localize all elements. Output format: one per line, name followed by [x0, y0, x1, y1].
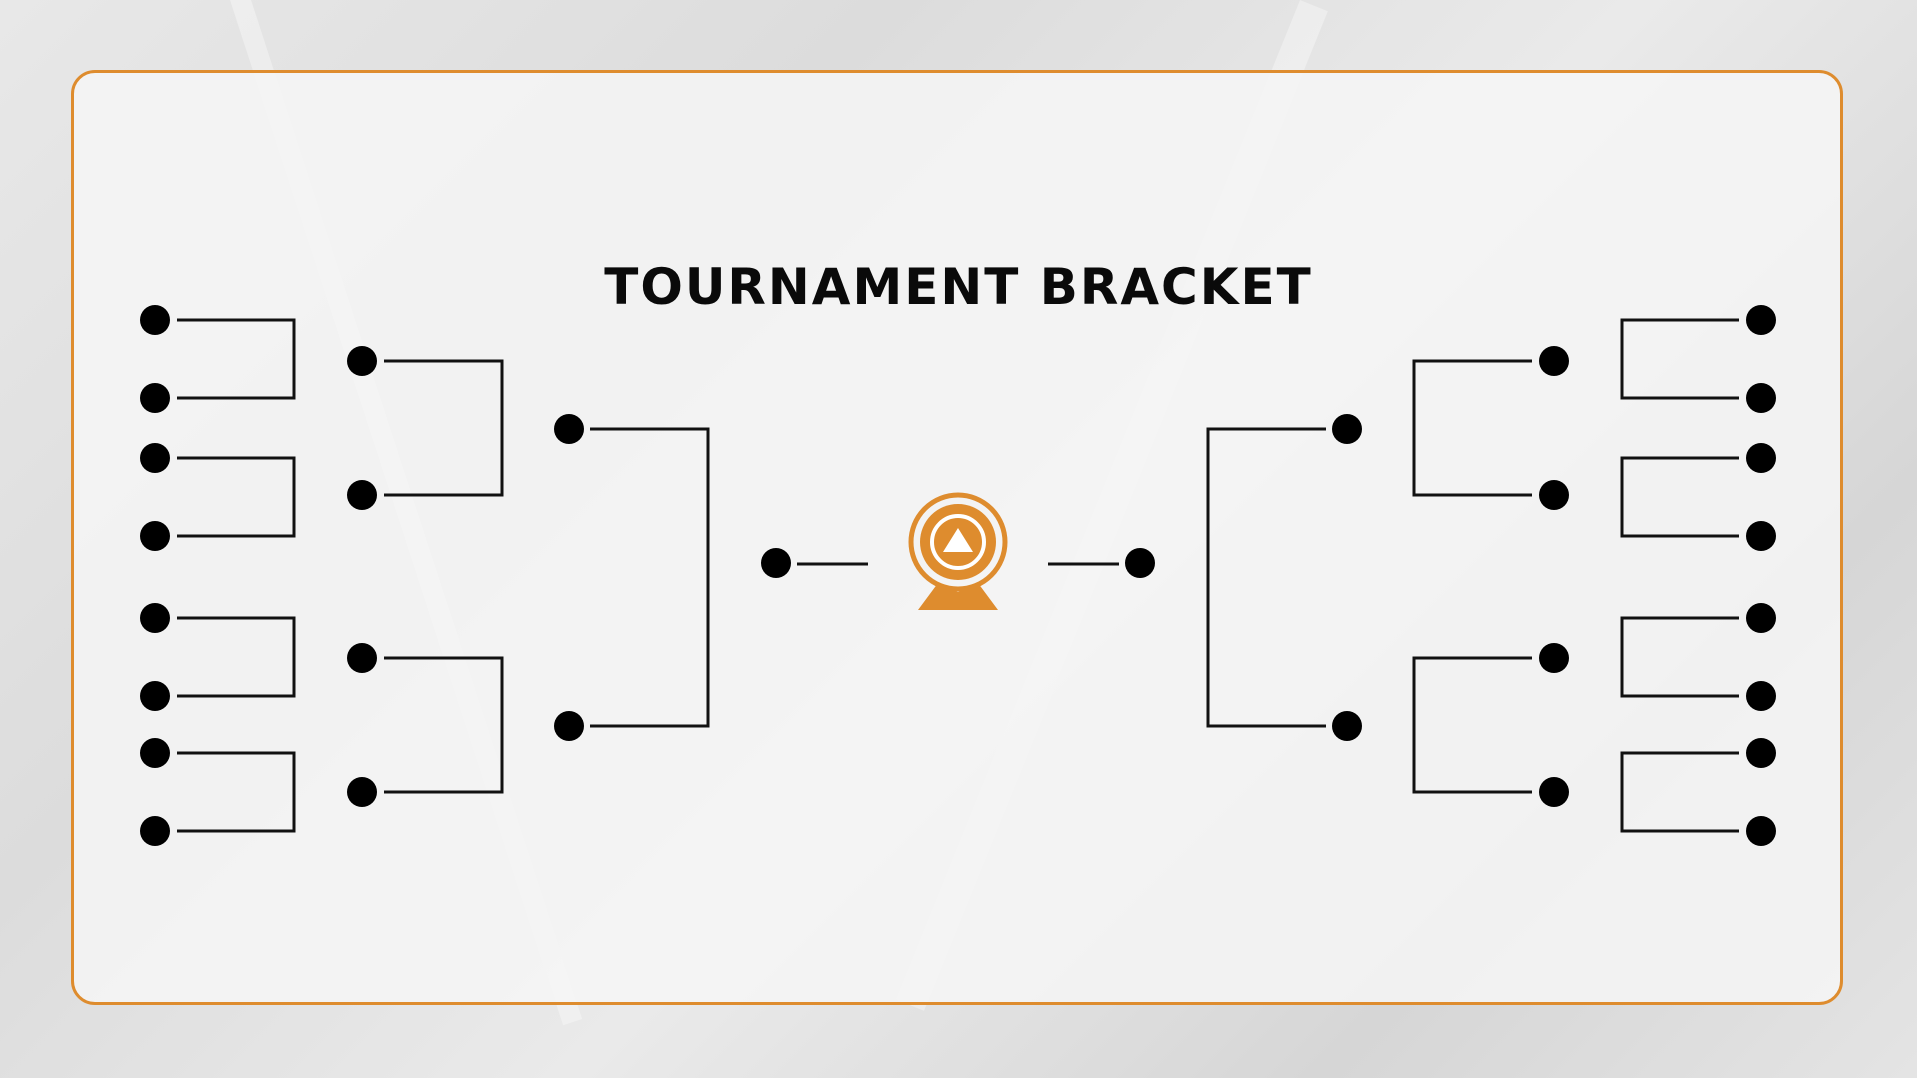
round1-left-connector-0	[177, 318, 296, 400]
round1-left-connector-0-slot	[140, 305, 170, 335]
round1-left-connector-3-slot	[140, 738, 170, 768]
round1-right-connector-1-slot	[1746, 521, 1776, 551]
round1-left-connector-2-slot	[140, 603, 170, 633]
round2-right-connector-0-slot	[1539, 480, 1569, 510]
round1-right-connector-2-slot	[1746, 681, 1776, 711]
round1-left-connector-1-slot	[140, 521, 170, 551]
round1-left-connector-3	[177, 751, 296, 833]
round2-right-connector-1-slot	[1539, 643, 1569, 673]
round2-right-connector-1-slot	[1539, 777, 1569, 807]
round1-right-connector-3-slot	[1746, 738, 1776, 768]
round2-left-connector-1-slot	[347, 777, 377, 807]
round1-right-connector-1-slot	[1746, 443, 1776, 473]
round1-left-connector-2-slot	[140, 681, 170, 711]
round2-left-connector-0-slot	[347, 346, 377, 376]
semifinal-left-connector-slot	[554, 711, 584, 741]
round2-right-connector-0-slot	[1539, 346, 1569, 376]
semifinal-right-connector-slot	[1332, 414, 1362, 444]
semifinal-right-connector	[1206, 427, 1326, 728]
semifinal-right-connector-slot	[1332, 711, 1362, 741]
round1-right-connector-1	[1620, 456, 1739, 538]
semifinal-left-connector	[590, 427, 710, 728]
round2-left-connector-1	[384, 656, 504, 794]
round2-right-connector-1	[1412, 656, 1532, 794]
round1-left-connector-1-slot	[140, 443, 170, 473]
page-title: TOURNAMENT BRACKET	[604, 258, 1313, 316]
final-left-slot	[761, 548, 791, 578]
round1-right-connector-0-slot	[1746, 383, 1776, 413]
semifinal-left-connector-slot	[554, 414, 584, 444]
award-medal-icon	[908, 492, 1008, 610]
round2-left-connector-1-slot	[347, 643, 377, 673]
round1-left-connector-0-slot	[140, 383, 170, 413]
round2-right-connector-0	[1412, 359, 1532, 497]
round1-right-connector-2-slot	[1746, 603, 1776, 633]
round1-left-connector-2	[177, 616, 296, 698]
round1-left-connector-3-slot	[140, 816, 170, 846]
round1-left-connector-1	[177, 456, 296, 538]
round2-left-connector-0-slot	[347, 480, 377, 510]
round2-left-connector-0	[384, 359, 504, 497]
round1-right-connector-0-slot	[1746, 305, 1776, 335]
round1-right-connector-0	[1620, 318, 1739, 400]
round1-right-connector-2	[1620, 616, 1739, 698]
round1-right-connector-3	[1620, 751, 1739, 833]
final-right-slot	[1125, 548, 1155, 578]
round1-right-connector-3-slot	[1746, 816, 1776, 846]
